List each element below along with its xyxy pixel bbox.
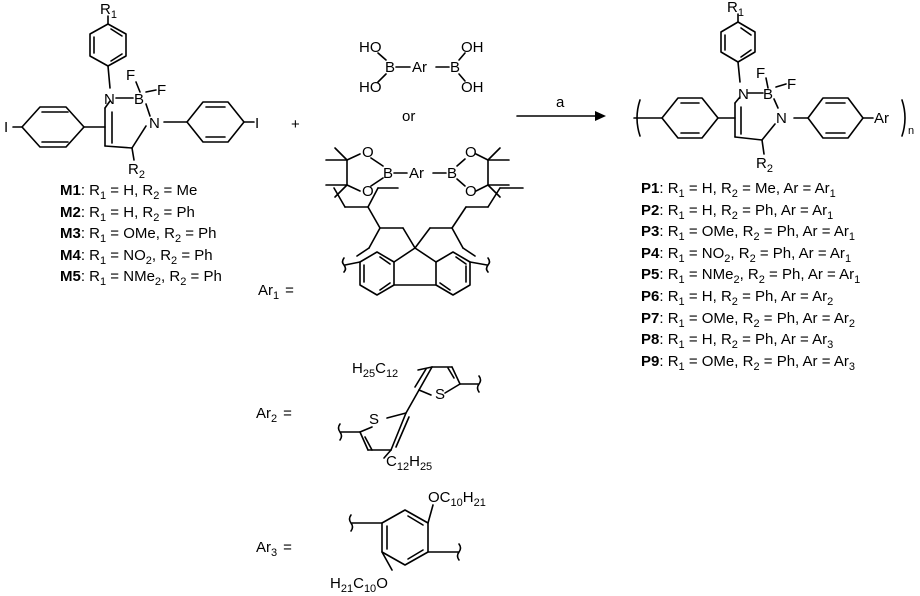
m-f2-label: F [157, 82, 166, 99]
pe-ar: Ar [409, 165, 424, 182]
p-b-label: B [763, 86, 773, 103]
polymer-entry: P1: R1 = H, R2 = Me, Ar = Ar1 [641, 180, 836, 200]
ba-oh1: OH [461, 39, 484, 56]
pe-b1: B [383, 165, 393, 182]
polymer-list: P1: R1 = H, R2 = Me, Ar = Ar1 P2: R1 = H… [641, 178, 860, 372]
monomer-structure: R1 N B F F N I I R2 [4, 1, 259, 181]
reaction-arrow: a [516, 94, 606, 121]
pe-o1: O [362, 144, 374, 161]
ar2-label: Ar2= [256, 405, 292, 425]
pe-o2: O [362, 183, 374, 200]
m-r1-label: R1 [100, 1, 117, 21]
ba-ho2: HO [359, 79, 382, 96]
monomer-entry: M3: R1 = OMe, R2 = Ph [60, 225, 217, 245]
monomer-entry: M2: R1 = H, R2 = Ph [60, 203, 195, 224]
right-phenyl-ring [186, 101, 245, 143]
monomer-entry: M5: R1 = NMe2, R2 = Ph [60, 268, 222, 288]
p-r1-label: R1 [727, 0, 744, 19]
p-f1-label: F [756, 65, 765, 82]
ba-ar: Ar [412, 59, 427, 76]
ar3-alkoxy-bottom: H21C10O [330, 575, 388, 595]
m-n1-label: N [104, 91, 115, 108]
polymer-entry: P2: R1 = H, R2 = Ph, Ar = Ar1 [641, 201, 834, 222]
p-repeat-n: n [908, 125, 914, 137]
ar3-label: Ar3= [256, 539, 292, 559]
ar1-structure: Ar1= [258, 187, 524, 302]
p-n2-label: N [776, 110, 787, 127]
monomer-entry: M1: R1 = H, R2 = Me [60, 182, 198, 202]
p-top-phenyl-ring [720, 21, 756, 63]
p-n1-label: N [738, 86, 749, 103]
polymer-entry: P3: R1 = OMe, R2 = Ph, Ar = Ar1 [641, 223, 855, 244]
m-f1-label: F [126, 67, 135, 84]
p-right-phenyl-ring [807, 97, 864, 139]
m-i2-label: I [255, 115, 259, 132]
polymer-entry: P7: R1 = OMe, R2 = Ph, Ar = Ar2 [641, 309, 855, 330]
top-phenyl-ring [89, 23, 127, 67]
pe-b2: B [447, 165, 457, 182]
ar3-alkoxy-top: OC10H21 [428, 489, 486, 509]
ba-b1: B [385, 59, 395, 76]
pe-o3: O [465, 144, 477, 161]
m-r2-label: R2 [128, 161, 145, 181]
m-n2-label: N [149, 115, 160, 132]
m-b-label: B [134, 91, 144, 108]
monomer-list: M1: R1 = H, R2 = Me M2: R1 = H, R2 = Ph … [60, 180, 222, 288]
pinacol-ester-structure: O O B Ar B O O [325, 144, 510, 200]
p-f2-label: F [787, 76, 796, 93]
polymer-entry: P4: R1 = NO2, R2 = Ph, Ar = Ar1 [641, 244, 852, 265]
left-phenyl-ring [21, 106, 85, 148]
polymer-entry: P8: R1 = H, R2 = Ph, Ar = Ar3 [641, 331, 834, 352]
ar2-s2: S [435, 386, 445, 403]
ar3-benzene-ring [381, 509, 429, 566]
polymer-structure: R1 N B F F N Ar n R2 [633, 0, 914, 175]
monomer-entry: M4: R1 = NO2, R2 = Ph [60, 246, 213, 267]
pe-o4: O [465, 183, 477, 200]
fluorene-right-ring [435, 251, 471, 296]
ba-b2: B [450, 59, 460, 76]
ar2-structure: Ar2= H25C12 C12H25 S S [256, 360, 482, 473]
ar1-label: Ar1= [258, 282, 294, 302]
polymer-entry: P6: R1 = H, R2 = Ph, Ar = Ar2 [641, 287, 834, 308]
fluorene-left-ring [359, 251, 395, 296]
or-label: or [402, 108, 415, 125]
m-i1-label: I [4, 119, 8, 136]
polymer-entry: P9: R1 = OMe, R2 = Ph, Ar = Ar3 [641, 352, 855, 373]
ba-oh2: OH [461, 79, 484, 96]
ar3-structure: Ar3= OC10H21 H21C10O [256, 489, 486, 595]
p-r2-label: R2 [756, 155, 773, 175]
ba-ho1: HO [359, 39, 382, 56]
p-ar-label: Ar [874, 110, 889, 127]
plus-sign: + [291, 116, 300, 133]
ar2-alkyl-bottom: C12H25 [386, 453, 432, 473]
polymer-entry: P5: R1 = NMe2, R2 = Ph, Ar = Ar1 [641, 266, 861, 287]
arrow-condition-label: a [556, 94, 565, 111]
ar2-s1: S [369, 411, 379, 428]
ar2-alkyl-top: H25C12 [352, 360, 398, 380]
right-bracket [901, 99, 906, 137]
p-left-phenyl-ring [661, 97, 719, 139]
boronic-acid-structure: HO HO B Ar B OH OH [359, 39, 484, 96]
